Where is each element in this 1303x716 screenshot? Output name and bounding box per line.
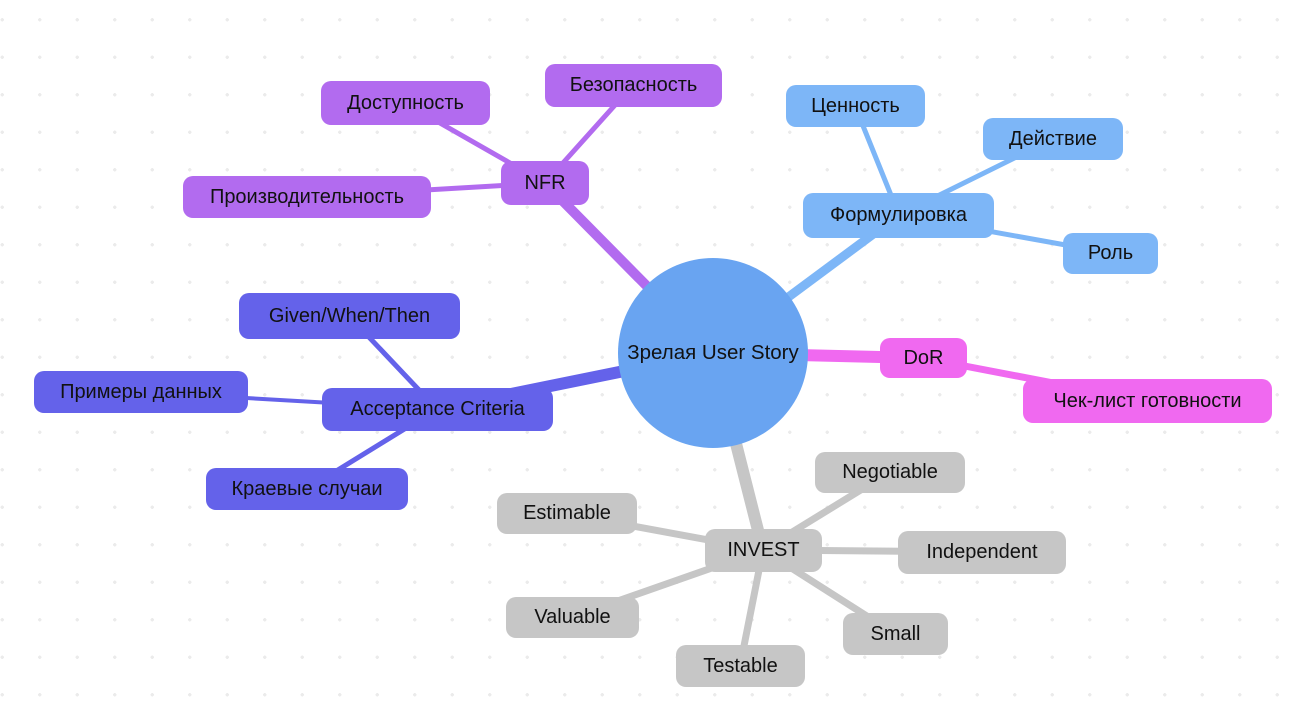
mindmap-node-small[interactable]: Small (843, 613, 948, 655)
mindmap-node-primery-dannyh[interactable]: Примеры данных (34, 371, 248, 413)
mindmap-node-kraevye-sluchai[interactable]: Краевые случаи (206, 468, 408, 510)
mindmap-node-formulirovka[interactable]: Формулировка (803, 193, 994, 238)
mindmap-node-acceptance-criteria[interactable]: Acceptance Criteria (322, 388, 553, 431)
mindmap-node-given-when-then[interactable]: Given/When/Then (239, 293, 460, 339)
mindmap-node-deystvie[interactable]: Действие (983, 118, 1123, 160)
mindmap-node-dostupnost[interactable]: Доступность (321, 81, 490, 125)
mindmap-node-proizvoditelnost[interactable]: Производительность (183, 176, 431, 218)
mindmap-node-cennost[interactable]: Ценность (786, 85, 925, 127)
mindmap-node-rol[interactable]: Роль (1063, 233, 1158, 274)
mindmap-node-nfr[interactable]: NFR (501, 161, 589, 205)
mindmap-node-dor[interactable]: DoR (880, 338, 967, 378)
mindmap-node-valuable[interactable]: Valuable (506, 597, 639, 638)
mindmap-node-estimable[interactable]: Estimable (497, 493, 637, 534)
mindmap-center-node[interactable]: Зрелая User Story (618, 258, 808, 448)
mindmap-node-bezopasnost[interactable]: Безопасность (545, 64, 722, 107)
mindmap-node-independent[interactable]: Independent (898, 531, 1066, 574)
mindmap-node-negotiable[interactable]: Negotiable (815, 452, 965, 493)
mindmap-node-testable[interactable]: Testable (676, 645, 805, 687)
mindmap-node-checklist-gotovnosti[interactable]: Чек-лист готовности (1023, 379, 1272, 423)
mindmap-node-invest[interactable]: INVEST (705, 529, 822, 572)
